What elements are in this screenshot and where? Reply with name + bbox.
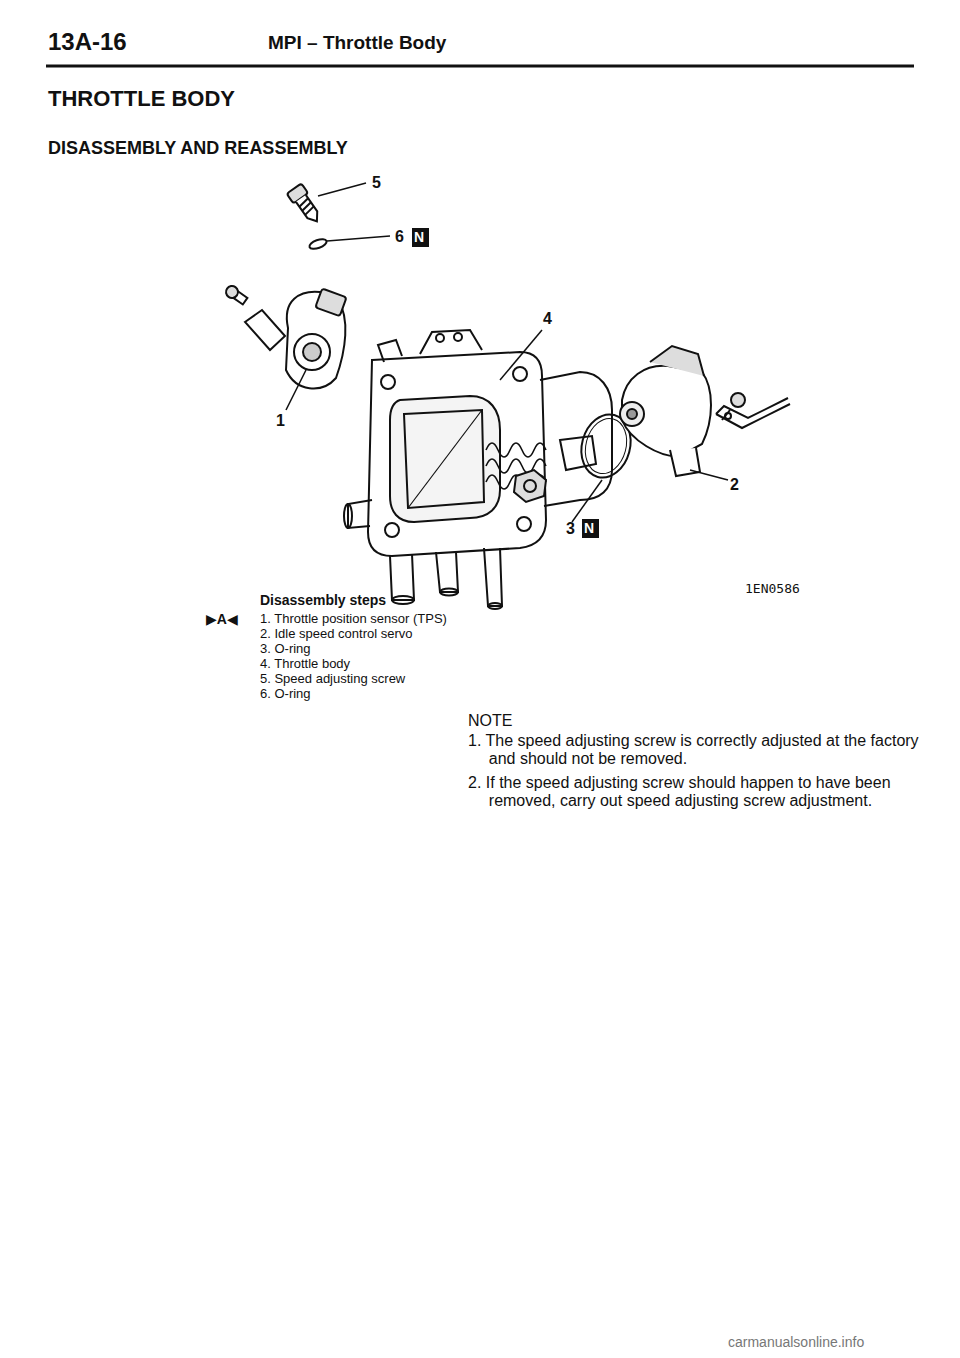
figure-code: 1EN0586 — [745, 582, 800, 597]
step-item: 6. O-ring — [260, 687, 311, 702]
procedure-heading: DISASSEMBLY AND REASSEMBLY — [48, 138, 348, 159]
callout-number: 3 — [566, 520, 575, 538]
note-item: 2. If the speed adjusting screw should h… — [468, 774, 929, 811]
new-part-mark: N — [414, 229, 424, 245]
step-item: 4. Throttle body — [260, 657, 350, 672]
callout-number: 4 — [543, 310, 552, 328]
page-title: THROTTLE BODY — [48, 86, 235, 111]
service-point-mark: ▶A◀ — [206, 611, 238, 627]
new-part-mark: N — [584, 520, 594, 536]
steps-heading: Disassembly steps — [260, 592, 386, 608]
step-item: 5. Speed adjusting screw — [260, 672, 405, 687]
step-item: 1. Throttle position sensor (TPS) — [260, 612, 447, 627]
new-part-box — [412, 228, 429, 247]
callout-number: 2 — [730, 476, 739, 494]
callout-number: 1 — [276, 412, 285, 430]
watermark: carmanualsonline.info — [728, 1334, 864, 1350]
new-part-box — [582, 519, 599, 538]
callout-number: 5 — [372, 174, 381, 192]
step-item: 2. Idle speed control servo — [260, 627, 412, 642]
note-heading: NOTE — [468, 712, 512, 730]
callout-number: 6 — [395, 228, 404, 246]
page-number: 13A-16 — [48, 28, 127, 56]
section-heading: MPI – Throttle Body — [268, 32, 446, 54]
step-item: 3. O-ring — [260, 642, 311, 657]
note-item: 1. The speed adjusting screw is correctl… — [468, 732, 929, 769]
